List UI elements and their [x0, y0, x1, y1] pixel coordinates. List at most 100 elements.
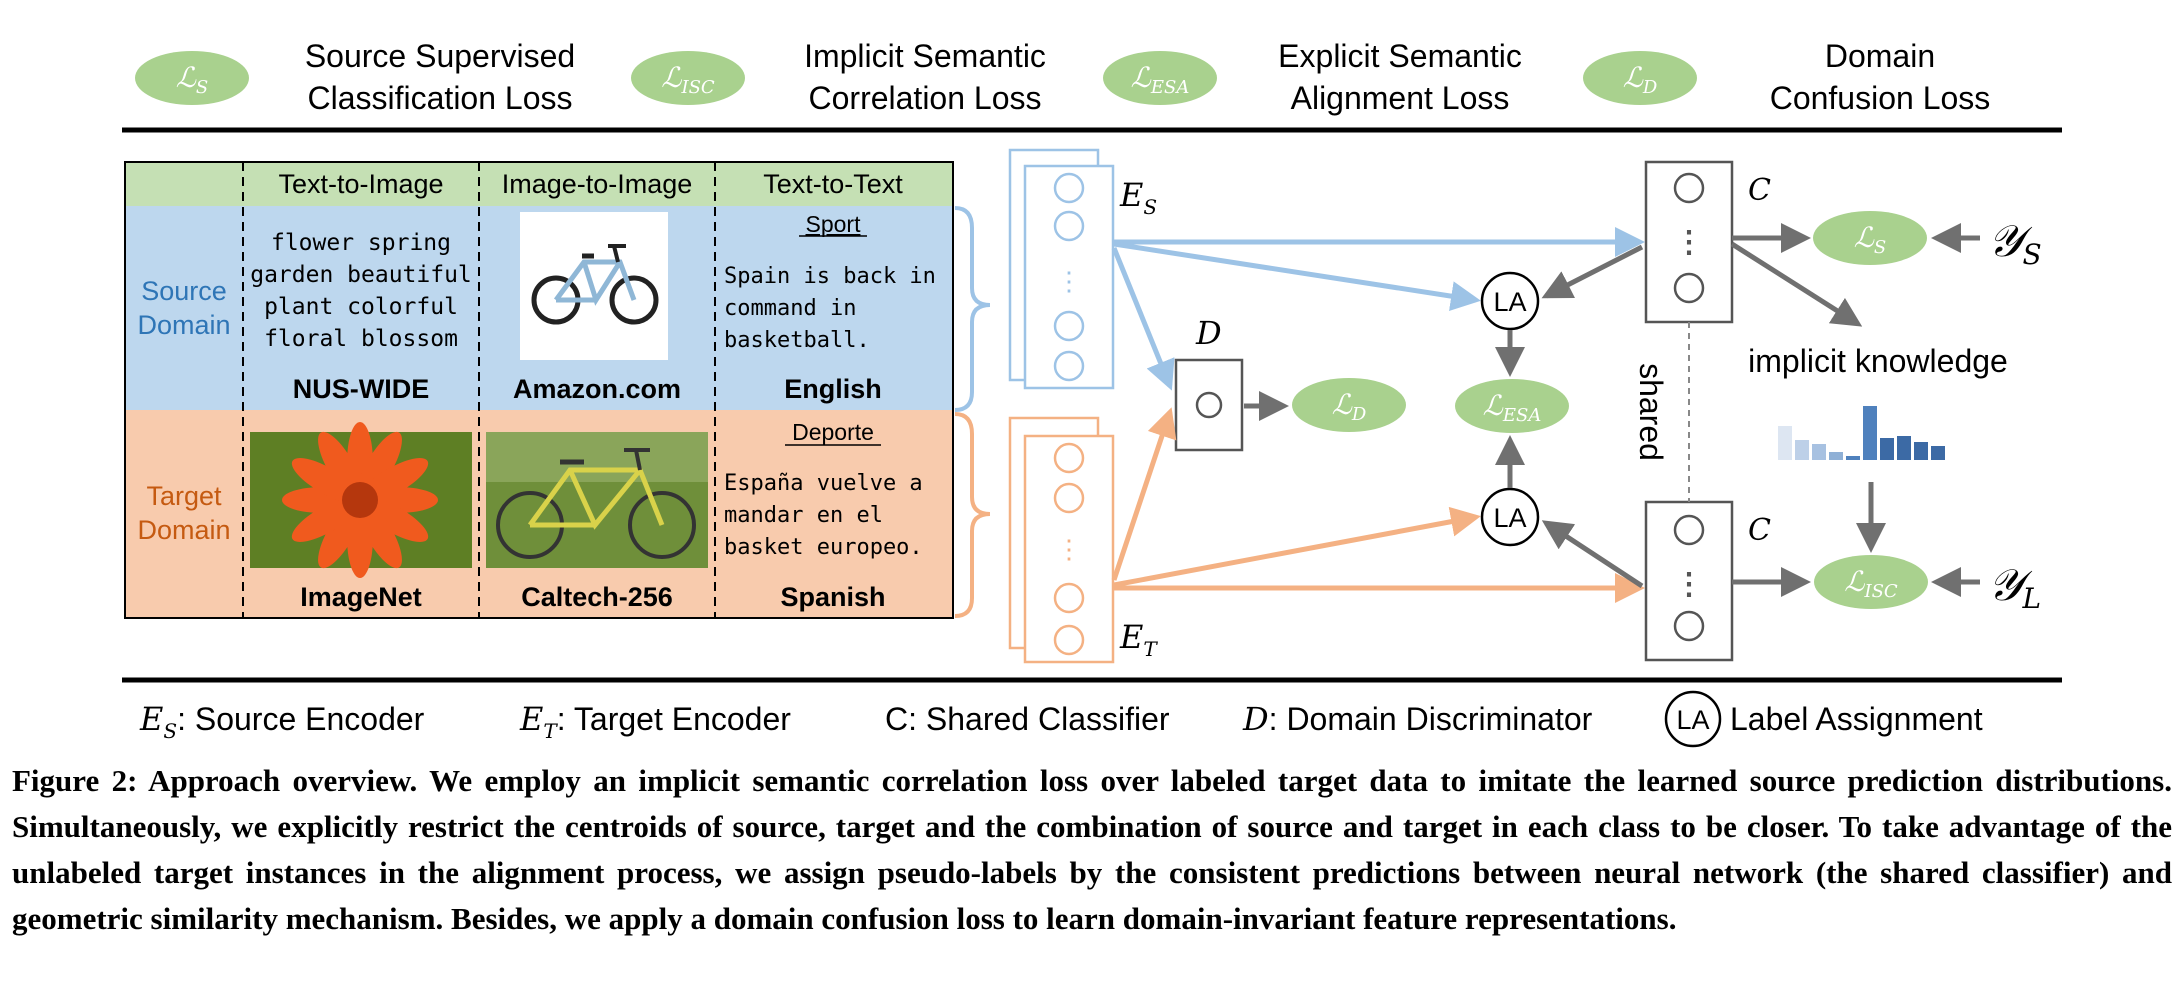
component-legend: ES: Source Encoder ET: Target Encoder C:… [139, 690, 1983, 748]
isc-loss-symbol: ℒISC [1844, 565, 1898, 602]
image-tag-line: garden beautiful [250, 262, 472, 288]
target-text-line: basket europeo. [724, 535, 923, 560]
prediction-histogram-icon [1778, 406, 1945, 460]
loss-ellipse-icon [1583, 51, 1697, 105]
legend-symbol: ℒD [1623, 61, 1658, 98]
legend-target-encoder: ET: Target Encoder [519, 700, 791, 743]
source-loss-node [1813, 211, 1927, 265]
legend-label-line2: Correlation Loss [809, 80, 1042, 116]
source-brace [954, 206, 991, 412]
legend-symbol: ℒS [176, 61, 209, 98]
column-header: Text-to-Image [278, 169, 443, 199]
target-encoder: ⋮ [1008, 416, 1115, 664]
legend-label-line2: Classification Loss [308, 80, 573, 116]
la-label: LA [1493, 287, 1526, 317]
dataset-name: Caltech-256 [521, 582, 673, 612]
esa-loss-node [1455, 379, 1569, 433]
source-domain-label: Domain [137, 310, 230, 340]
source-labels-symbol: 𝒴S [1988, 216, 2042, 271]
legend-item-lisc: ℒISC Implicit Semantic Correlation Loss [631, 38, 1046, 116]
flower-image [250, 422, 472, 578]
source-text-line: command in [724, 296, 856, 321]
target-domain-label: Target [146, 481, 222, 511]
neuron-icon [1673, 610, 1705, 642]
label-assignment-top-node [1480, 271, 1540, 331]
target-encoder-label: ET [1119, 618, 1158, 661]
isc-loss-node [1814, 555, 1928, 609]
label-assignment-icon [1664, 690, 1722, 748]
domain-table: Text-to-Image Image-to-Image Text-to-Tex… [124, 161, 954, 619]
neuron-icon [1053, 310, 1085, 342]
neuron-icon [1053, 582, 1085, 614]
neuron-icon [1053, 172, 1085, 204]
legend-shared-classifier: C: Shared Classifier [885, 701, 1170, 737]
bicycle-photo-image [486, 432, 708, 568]
figure-caption: Figure 2: Approach overview. We employ a… [12, 763, 2172, 936]
dataset-name: NUS-WIDE [293, 374, 430, 404]
legend-label-assignment: Label Assignment [1730, 701, 1983, 737]
ellipsis-icon: ⋮ [1674, 568, 1704, 601]
domain-loss-node [1292, 378, 1406, 432]
column-header: Text-to-Text [763, 169, 903, 199]
table-border [124, 161, 954, 619]
target-text-line: España vuelve a [724, 471, 923, 496]
legend-item-ls: ℒS Source Supervised Classification Loss [135, 38, 575, 116]
source-loss-symbol: ℒS [1854, 221, 1887, 258]
label-assignment-bottom-node [1480, 487, 1540, 547]
source-text-title: Sport [806, 211, 862, 237]
dataset-name: Spanish [780, 582, 885, 612]
ellipsis-icon: ⋮ [1056, 534, 1082, 564]
bicycle-product-image [520, 212, 668, 360]
ellipsis-icon: ⋮ [1056, 266, 1082, 296]
discriminator-label: D [1195, 314, 1222, 352]
legend-la-symbol: LA [1676, 705, 1709, 735]
image-tag-line: plant colorful [264, 294, 458, 320]
source-domain-label: Source [141, 276, 227, 306]
image-tag-line: floral blossom [264, 326, 458, 352]
neuron-icon [1053, 210, 1085, 242]
source-text-line: Spain is back in [724, 264, 936, 289]
neuron-icon [1053, 624, 1085, 656]
target-text-title: Deporte [792, 419, 874, 445]
legend-item-lesa: ℒESA Explicit Semantic Alignment Loss [1103, 38, 1522, 116]
classifier-top-box [1644, 160, 1734, 324]
legend-symbol: ℒESA [1131, 61, 1190, 98]
target-domain-label: Domain [137, 515, 230, 545]
dataset-name: English [784, 374, 882, 404]
neuron-icon [1673, 172, 1705, 204]
neuron-icon [1053, 482, 1085, 514]
target-brace [954, 412, 991, 618]
source-encoder: ⋮ [1008, 148, 1115, 390]
classifier-top-label: C [1748, 173, 1771, 208]
approach-diagram: ℒS Source Supervised Classification Loss… [122, 38, 2062, 748]
la-label: LA [1493, 503, 1526, 533]
legend-source-encoder: ES: Source Encoder [139, 700, 425, 743]
domain-loss-symbol: ℒD [1332, 388, 1367, 425]
neuron-icon [1673, 514, 1705, 546]
legend-label-line1: Source Supervised [305, 38, 575, 74]
dataset-name: ImageNet [300, 582, 422, 612]
image-tag-line: flower spring [271, 230, 451, 256]
flow-arrows [1111, 223, 1980, 603]
classifier-bottom-label: C [1748, 513, 1771, 548]
domain-discriminator-box [1174, 358, 1244, 452]
legend-label-line1: Implicit Semantic [804, 38, 1046, 74]
legend-symbol: ℒISC [661, 61, 715, 98]
loss-legend: ℒS Source Supervised Classification Loss… [135, 38, 1990, 116]
shared-label: shared [1633, 363, 1669, 461]
dataset-name: Amazon.com [513, 374, 681, 404]
target-text-line: mandar en el [724, 503, 883, 528]
legend-item-ld: ℒD Domain Confusion Loss [1583, 38, 1990, 116]
implicit-knowledge-label: implicit knowledge [1748, 343, 2008, 379]
neuron-icon [1673, 272, 1705, 304]
neuron-icon [1053, 442, 1085, 474]
source-encoder-label: ES [1119, 176, 1157, 219]
target-labels-symbol: 𝒴L [1988, 560, 2041, 615]
neuron-icon [1053, 350, 1085, 382]
legend-label-line1: Explicit Semantic [1278, 38, 1522, 74]
ellipsis-icon: ⋮ [1674, 226, 1704, 259]
legend-label-line2: Alignment Loss [1291, 80, 1510, 116]
loss-ellipse-icon [135, 51, 249, 105]
legend-label-line1: Domain [1825, 38, 1935, 74]
source-text-line: basketball. [724, 328, 870, 353]
